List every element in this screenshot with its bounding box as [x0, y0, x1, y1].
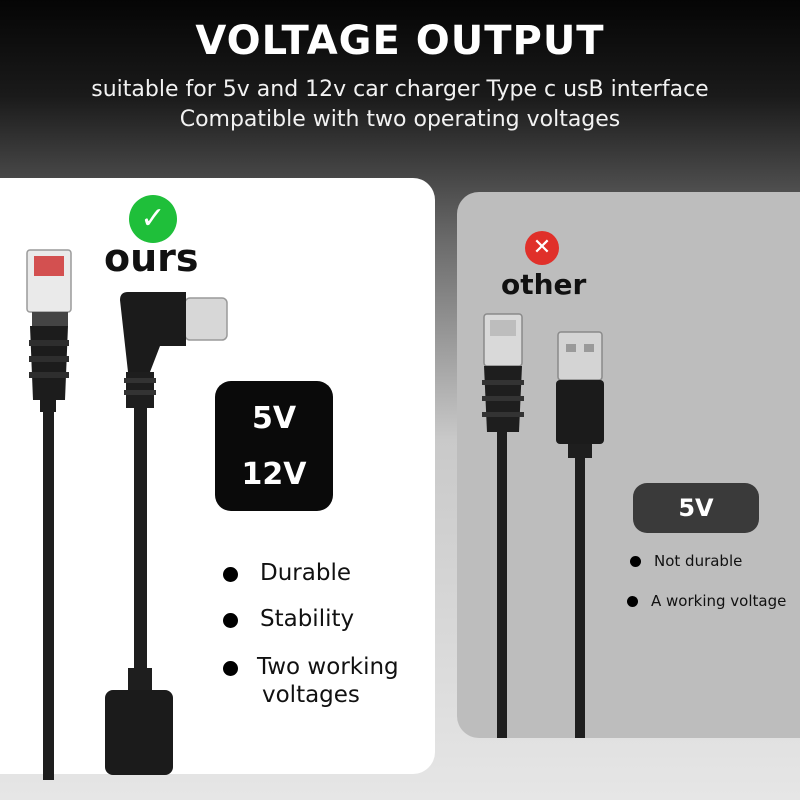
- usb-a-connector-other-icon: [556, 331, 604, 738]
- bullet-icon: [223, 613, 238, 628]
- feature-text: Not durable: [654, 552, 743, 570]
- check-icon: ✓: [129, 195, 177, 243]
- bullet-icon: [627, 596, 638, 607]
- header: VOLTAGE OUTPUT suitable for 5v and 12v c…: [0, 0, 800, 170]
- subtitle-line-1: suitable for 5v and 12v car charger Type…: [91, 77, 709, 102]
- other-label: other: [501, 268, 587, 301]
- other-card: [457, 192, 800, 738]
- usb-c-connector-ours-icon: [105, 292, 228, 775]
- feature-text: A working voltage: [651, 592, 787, 610]
- other-feature-not-durable: Not durable: [630, 552, 743, 570]
- other-feature-one-voltage: A working voltage: [627, 592, 787, 610]
- voltage-5v: 5V: [251, 401, 297, 436]
- bullet-icon: [223, 661, 238, 676]
- ours-voltage-box: 5V 12V: [215, 381, 333, 511]
- ours-feature-two-voltages-cont: voltages: [262, 682, 360, 708]
- cross-icon: ✕: [525, 231, 559, 265]
- feature-text: Two working: [257, 654, 399, 680]
- ours-label: ours: [104, 236, 199, 280]
- voltage-12v: 12V: [241, 457, 307, 492]
- bullet-icon: [630, 556, 641, 567]
- ours-feature-stability: Stability: [223, 606, 355, 632]
- ours-feature-two-voltages: Two working: [223, 654, 399, 680]
- feature-text: Stability: [260, 606, 355, 632]
- rj45-connector-ours-icon: [26, 249, 72, 780]
- other-voltage-pill: 5V: [633, 483, 759, 533]
- bullet-icon: [223, 567, 238, 582]
- rj45-connector-other-icon: [482, 313, 524, 738]
- page-title: VOLTAGE OUTPUT: [195, 18, 605, 64]
- ours-feature-durable: Durable: [223, 560, 351, 586]
- subtitle-line-2: Compatible with two operating voltages: [179, 107, 621, 132]
- feature-text: Durable: [260, 560, 351, 586]
- feature-text: voltages: [262, 682, 360, 708]
